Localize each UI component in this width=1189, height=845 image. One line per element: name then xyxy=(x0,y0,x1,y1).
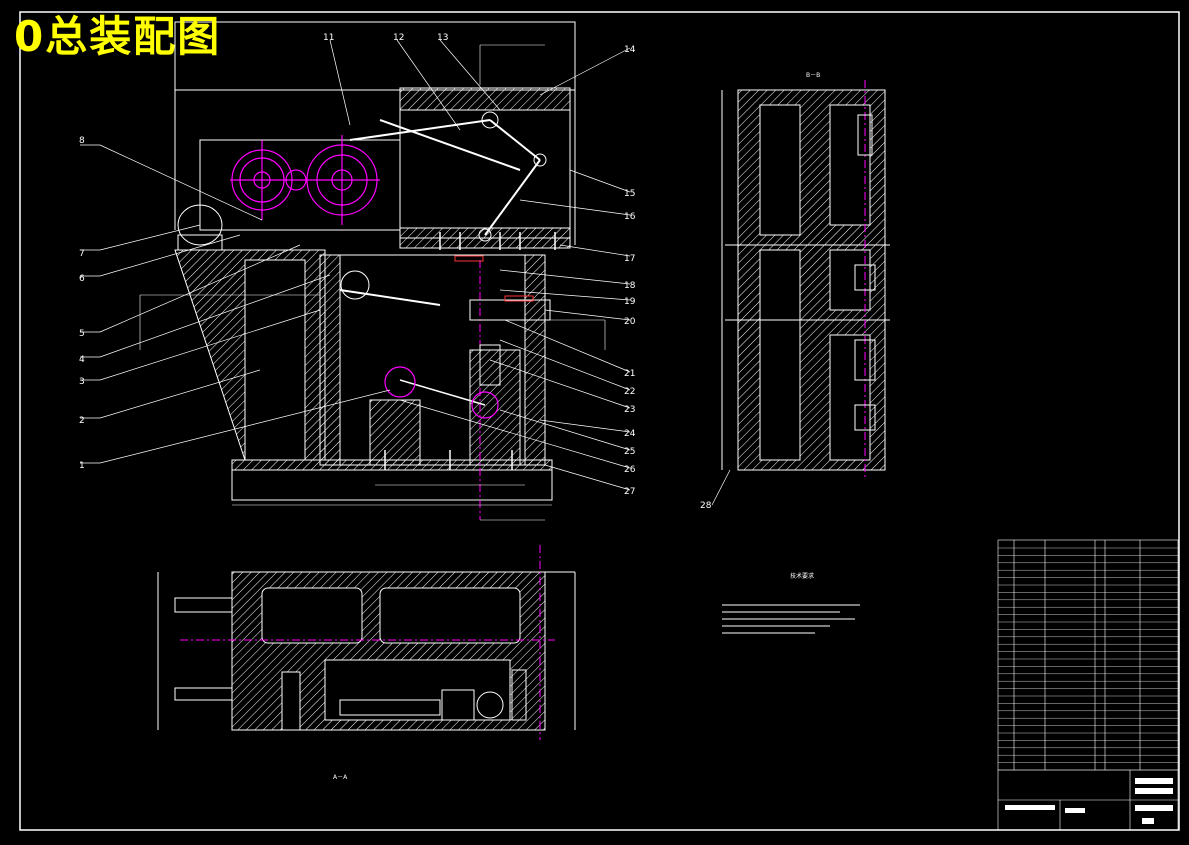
part-number-17: 17 xyxy=(624,254,635,264)
tech-notes xyxy=(722,604,860,634)
part-number-2: 2 xyxy=(79,416,85,426)
outer-frame xyxy=(19,11,1180,831)
part-number-21: 21 xyxy=(624,369,635,379)
aa-section-view xyxy=(157,545,576,740)
red-dimension-marks xyxy=(454,255,534,302)
part-number-26: 26 xyxy=(624,465,636,475)
title-block-cells xyxy=(1005,778,1173,824)
part-number-23: 23 xyxy=(624,405,635,415)
part-number-8: 8 xyxy=(79,136,85,146)
part-number-24: 24 xyxy=(624,429,636,439)
dimension-lines xyxy=(139,21,606,521)
drawing-title: 0总装配图 xyxy=(14,12,222,61)
leader-lines xyxy=(80,39,731,506)
part-number-3: 3 xyxy=(79,377,85,387)
part-number-22: 22 xyxy=(624,387,635,397)
part-number-27: 27 xyxy=(624,487,635,497)
part-number-12: 12 xyxy=(393,33,404,43)
part-number-16: 16 xyxy=(624,212,636,222)
part-number-6: 6 xyxy=(79,274,85,284)
part-number-11: 11 xyxy=(323,33,334,43)
part-number-7: 7 xyxy=(79,249,85,259)
part-number-13: 13 xyxy=(437,33,448,43)
part-number-5: 5 xyxy=(79,329,85,339)
aa-section-label: A－A xyxy=(333,774,348,781)
part-number-15: 15 xyxy=(624,189,635,199)
tech-requirements-heading: 技术要求 xyxy=(790,572,814,580)
parts-list-rows xyxy=(998,547,1178,771)
part-number-25: 25 xyxy=(624,447,635,457)
part-number-28: 28 xyxy=(700,501,712,511)
gear-train xyxy=(230,135,499,419)
part-number-1: 1 xyxy=(79,461,85,471)
part-number-18: 18 xyxy=(624,281,636,291)
main-view xyxy=(174,21,576,520)
parts-list-table xyxy=(997,539,1179,831)
part-number-19: 19 xyxy=(624,297,636,307)
part-number-14: 14 xyxy=(624,45,636,55)
part-number-4: 4 xyxy=(79,355,85,365)
bb-section-label: B－B xyxy=(806,72,820,79)
bb-section-view xyxy=(721,80,890,480)
part-number-20: 20 xyxy=(624,317,636,327)
